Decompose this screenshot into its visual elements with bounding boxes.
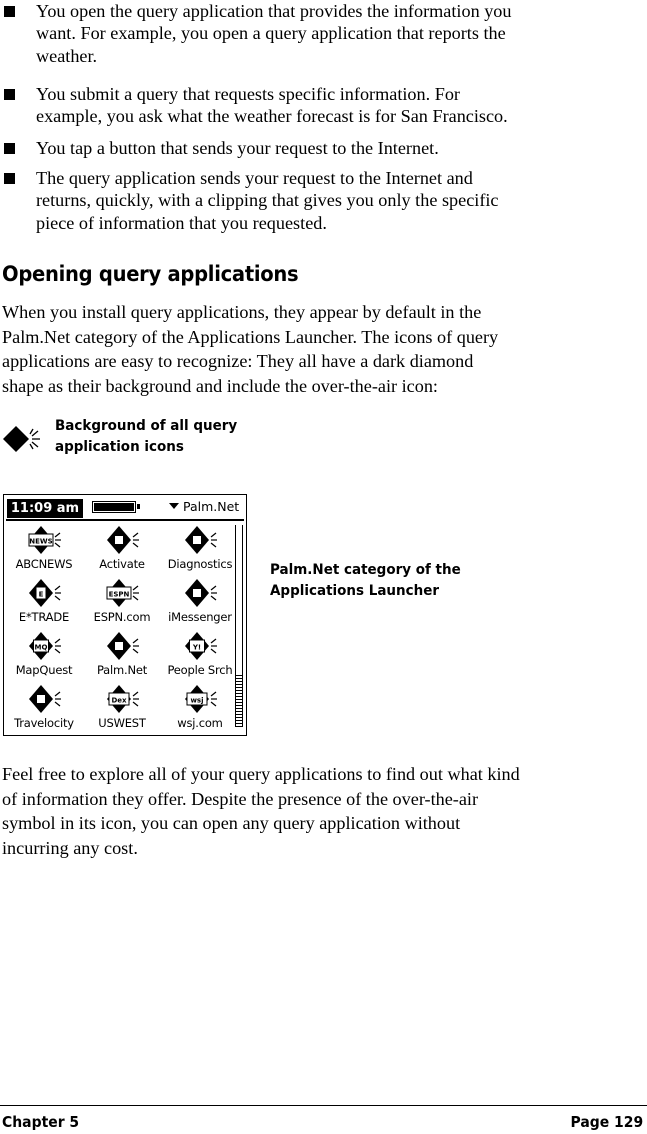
app-imessenger[interactable]: iMessenger — [162, 576, 238, 628]
bullet-line: You open the query application that prov… — [36, 1, 512, 21]
app-label: iMessenger — [168, 610, 232, 624]
bullet-line: You tap a button that sends your request… — [36, 138, 439, 158]
bullet-line: weather. — [36, 45, 98, 66]
bullet-line: piece of information that you requested. — [36, 212, 327, 233]
app-label: MapQuest — [15, 663, 73, 677]
app-label: Diagnostics — [167, 557, 233, 571]
app-etrade[interactable]: E E*TRADE — [6, 576, 82, 628]
paragraph-line: symbol in its icon, you can open any que… — [2, 813, 461, 834]
category-picker[interactable]: Palm.Net — [169, 499, 239, 515]
caption-line: application icons — [55, 438, 184, 455]
query-diamond-icon — [3, 426, 40, 452]
app-wsj[interactable]: wsj wsj.com — [162, 682, 238, 734]
wsj-icon: wsj — [185, 685, 217, 713]
closing-paragraph: Feel free to explore all of your query a… — [2, 762, 638, 860]
palm-launcher-screen: 11:09 am Palm.Net NEWS ABCNEWS Activate Dia… — [3, 494, 247, 736]
uswest-icon: Dex — [107, 685, 139, 713]
svg-text:MQ: MQ — [35, 644, 48, 652]
app-activate[interactable]: Activate — [84, 523, 160, 575]
app-label: Activate — [99, 557, 145, 571]
app-abcnews[interactable]: NEWS ABCNEWS — [6, 523, 82, 575]
app-label: Travelocity — [14, 716, 74, 730]
battery-icon — [92, 501, 140, 513]
launcher-caption: Palm.Net category of the Applications La… — [270, 560, 461, 601]
bullet-square-icon — [4, 143, 15, 154]
svg-text:Y!: Y! — [192, 644, 201, 652]
people-search-icon: Y! — [185, 632, 217, 660]
etrade-icon: E — [29, 579, 61, 607]
bullet-line: The query application sends your request… — [36, 168, 473, 188]
section-heading: Opening query applications — [2, 262, 299, 286]
travelocity-icon — [29, 685, 61, 713]
diagnostics-icon — [185, 526, 217, 554]
app-label: USWEST — [98, 716, 146, 730]
imessenger-icon — [185, 579, 217, 607]
footer-page-number: Page 129 — [570, 1113, 643, 1131]
activate-icon — [107, 526, 139, 554]
app-people-search[interactable]: Y! People Srch — [162, 629, 238, 681]
footer-chapter: Chapter 5 — [2, 1113, 80, 1131]
svg-text:Dex: Dex — [111, 697, 127, 705]
title-rule — [6, 519, 244, 521]
svg-text:ESPN: ESPN — [109, 591, 130, 599]
paragraph-line: Feel free to explore all of your query a… — [2, 764, 520, 784]
app-label: ABCNEWS — [15, 557, 73, 571]
app-label: E*TRADE — [18, 610, 70, 624]
caption-line: Background of all query — [55, 418, 238, 434]
category-label: Palm.Net — [183, 499, 240, 514]
bullet-square-icon — [4, 6, 15, 17]
app-travelocity[interactable]: Travelocity — [6, 682, 82, 734]
paragraph-line: incurring any cost. — [2, 837, 138, 858]
bullet-square-icon — [4, 89, 15, 100]
paragraph-line: shape as their background and include th… — [2, 375, 438, 396]
svg-text:E: E — [39, 591, 44, 599]
app-diagnostics[interactable]: Diagnostics — [162, 523, 238, 575]
espn-icon: ESPN — [106, 579, 139, 607]
footer-rule — [0, 1105, 647, 1106]
bullet-line: example, you ask what the weather foreca… — [36, 106, 508, 127]
app-label: ESPN.com — [93, 610, 151, 624]
mapquest-icon: MQ — [29, 632, 61, 660]
bullet-line: returns, quickly, with a clipping that g… — [36, 190, 499, 211]
paragraph-line: applications are easy to recognize: They… — [2, 351, 474, 372]
app-mapquest[interactable]: MQ MapQuest — [6, 629, 82, 681]
scrollbar[interactable] — [235, 525, 243, 727]
diamond-caption: Background of all query application icon… — [55, 416, 237, 457]
caption-line: Applications Launcher — [270, 582, 440, 599]
app-palmnet[interactable]: Palm.Net — [84, 629, 160, 681]
app-label: wsj.com — [177, 716, 223, 730]
svg-text:wsj: wsj — [190, 697, 203, 705]
bullet-line: want. For example, you open a query appl… — [36, 23, 506, 44]
bullet-square-icon — [4, 173, 15, 184]
paragraph-line: Palm.Net category of the Applications La… — [2, 326, 499, 347]
paragraph-line: When you install query applications, the… — [2, 302, 482, 322]
dropdown-triangle-icon — [169, 503, 179, 509]
app-label: Palm.Net — [96, 663, 148, 677]
bullet-line: You submit a query that requests specifi… — [36, 84, 460, 104]
scroll-thumb[interactable] — [235, 525, 243, 675]
app-label: People Srch — [167, 663, 233, 677]
clock[interactable]: 11:09 am — [7, 499, 83, 518]
svg-text:NEWS: NEWS — [29, 538, 52, 546]
palmnet-icon — [107, 632, 139, 660]
abcnews-icon: NEWS — [28, 526, 61, 554]
intro-paragraph: When you install query applications, the… — [2, 300, 638, 398]
app-espn[interactable]: ESPN ESPN.com — [84, 576, 160, 628]
paragraph-line: of information they offer. Despite the p… — [2, 788, 479, 809]
caption-line: Palm.Net category of the — [270, 562, 461, 578]
